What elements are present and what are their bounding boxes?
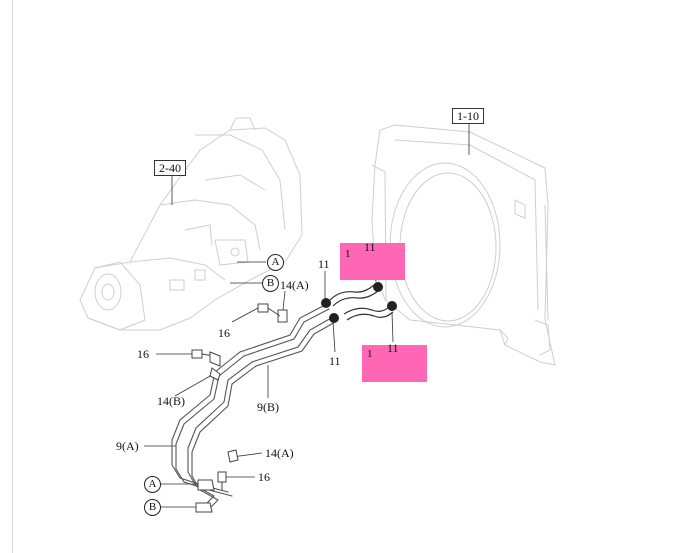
- callout-line-b: 9(B): [257, 400, 279, 414]
- ref-box-transmission: 2-40: [154, 160, 186, 176]
- diagram-frame: [12, 0, 681, 553]
- callout-clamp-1: 11: [318, 257, 330, 271]
- callout-bracket-a-lower: 14(A): [265, 446, 294, 460]
- callout-clamp-3: 11: [329, 354, 341, 368]
- radiator-illustration: [371, 124, 556, 366]
- connector-b-lower: B: [144, 499, 161, 516]
- hoses: [329, 284, 394, 321]
- callout-clamp-2: 11: [364, 240, 376, 254]
- connector-a-upper: A: [267, 254, 284, 271]
- highlight-hose-lower: [362, 345, 427, 382]
- leader-lines: [144, 124, 470, 508]
- callout-bracket-b: 14(B): [157, 394, 185, 408]
- callout-hose-lower: 1: [367, 348, 373, 360]
- transmission-illustration: [79, 117, 303, 331]
- highlight-hose-upper: [340, 243, 405, 280]
- callout-clamp-4: 11: [387, 341, 399, 355]
- ref-box-radiator: 1-10: [452, 108, 484, 124]
- callout-bolt-left: 16: [137, 347, 149, 361]
- cooler-lines: [171, 304, 338, 512]
- callout-bolt-upper: 16: [218, 326, 230, 340]
- callout-line-a: 9(A): [116, 439, 139, 453]
- connector-a-lower: A: [144, 476, 161, 493]
- callout-hose-upper: 1: [345, 248, 351, 260]
- connector-b-upper: B: [262, 275, 279, 292]
- clamps: [321, 282, 397, 323]
- callout-bolt-lower: 16: [258, 470, 270, 484]
- brackets-bolts: [191, 303, 288, 513]
- callout-bracket-a-upper: 14(A): [280, 278, 309, 292]
